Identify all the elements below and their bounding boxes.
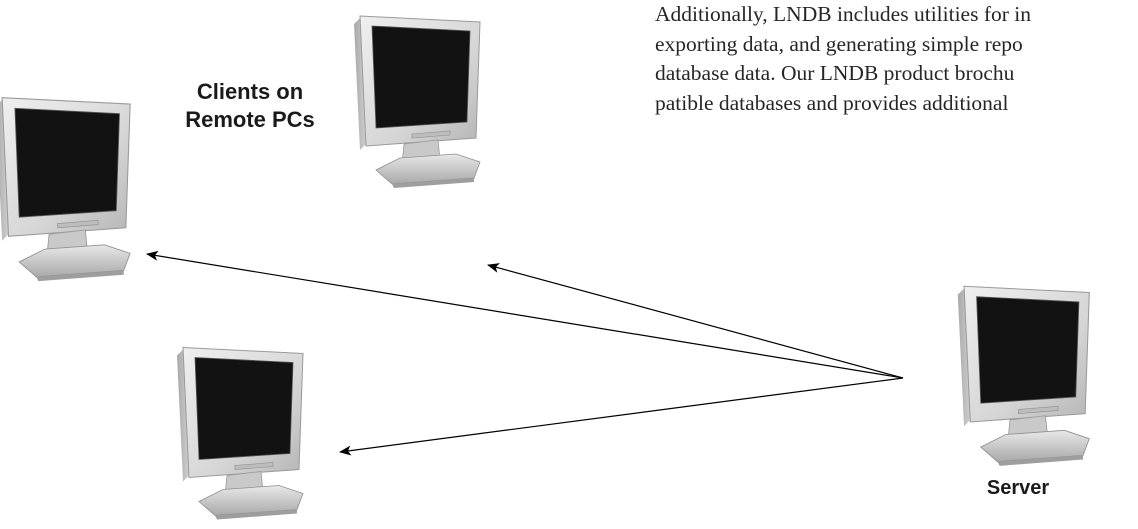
arrow-server-to-client-bottom — [339, 377, 904, 456]
clients-label-line1: Clients on — [196, 79, 304, 104]
paragraph-line: Additionally, LNDB includes utilities fo… — [655, 2, 1032, 26]
paragraph-line: exporting data, and generating simple re… — [655, 31, 1023, 56]
body-paragraph: Additionally, LNDB includes utilities fo… — [655, 0, 1138, 118]
paragraph-line: patible databases and provides additiona… — [655, 90, 1009, 115]
client-monitor-left-icon — [0, 97, 131, 282]
client-monitor-top-icon — [353, 15, 481, 189]
client-monitor-bottom-icon — [176, 347, 304, 520]
server-label: Server — [986, 477, 1050, 499]
server-monitor-icon — [957, 285, 1090, 467]
arrow-server-to-client-top — [487, 263, 904, 379]
paragraph-line: database data. Our LNDB product brochu — [655, 61, 1015, 85]
clients-label: Clients on Remote PCs — [150, 78, 350, 134]
clients-label-line2: Remote PCs — [185, 107, 315, 132]
arrow-server-to-client-left — [146, 250, 904, 379]
